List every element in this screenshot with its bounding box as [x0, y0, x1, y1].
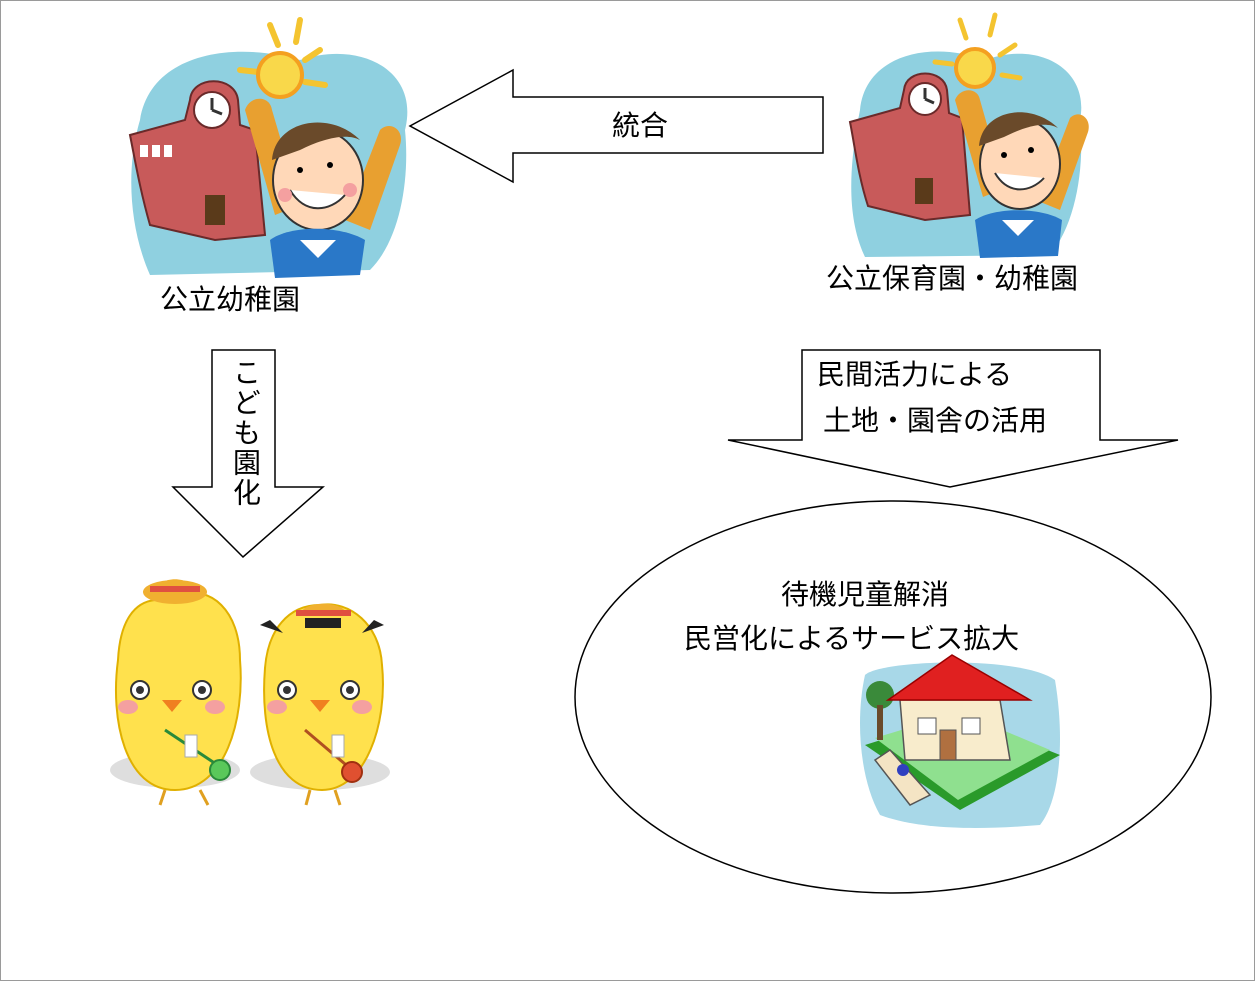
- school-boy-clipart-right: [848, 12, 1089, 258]
- private-vitality-arrow: [727, 349, 1179, 488]
- merge-arrow: [408, 68, 824, 184]
- chick-mascots: [110, 579, 390, 806]
- house-clipart: [860, 654, 1060, 828]
- public-nursery-kindergarten-label: 公立保育園・幼稚園: [826, 262, 1079, 295]
- school-boy-clipart-left: [128, 17, 408, 278]
- public-kindergarten-label: 公立幼稚園: [160, 283, 301, 316]
- kodomoen-arrow: [171, 349, 325, 559]
- private-vitality-label-line2: 土地・園舎の活用: [823, 404, 1048, 437]
- private-vitality-label-line1: 民間活力による: [817, 358, 1013, 391]
- result-text-line2: 民営化によるサービス拡大: [684, 622, 1020, 655]
- merge-arrow-label: 統合: [612, 109, 669, 142]
- result-text-line1: 待機児童解消: [781, 578, 950, 611]
- kodomoen-arrow-label: こども園化: [229, 358, 262, 508]
